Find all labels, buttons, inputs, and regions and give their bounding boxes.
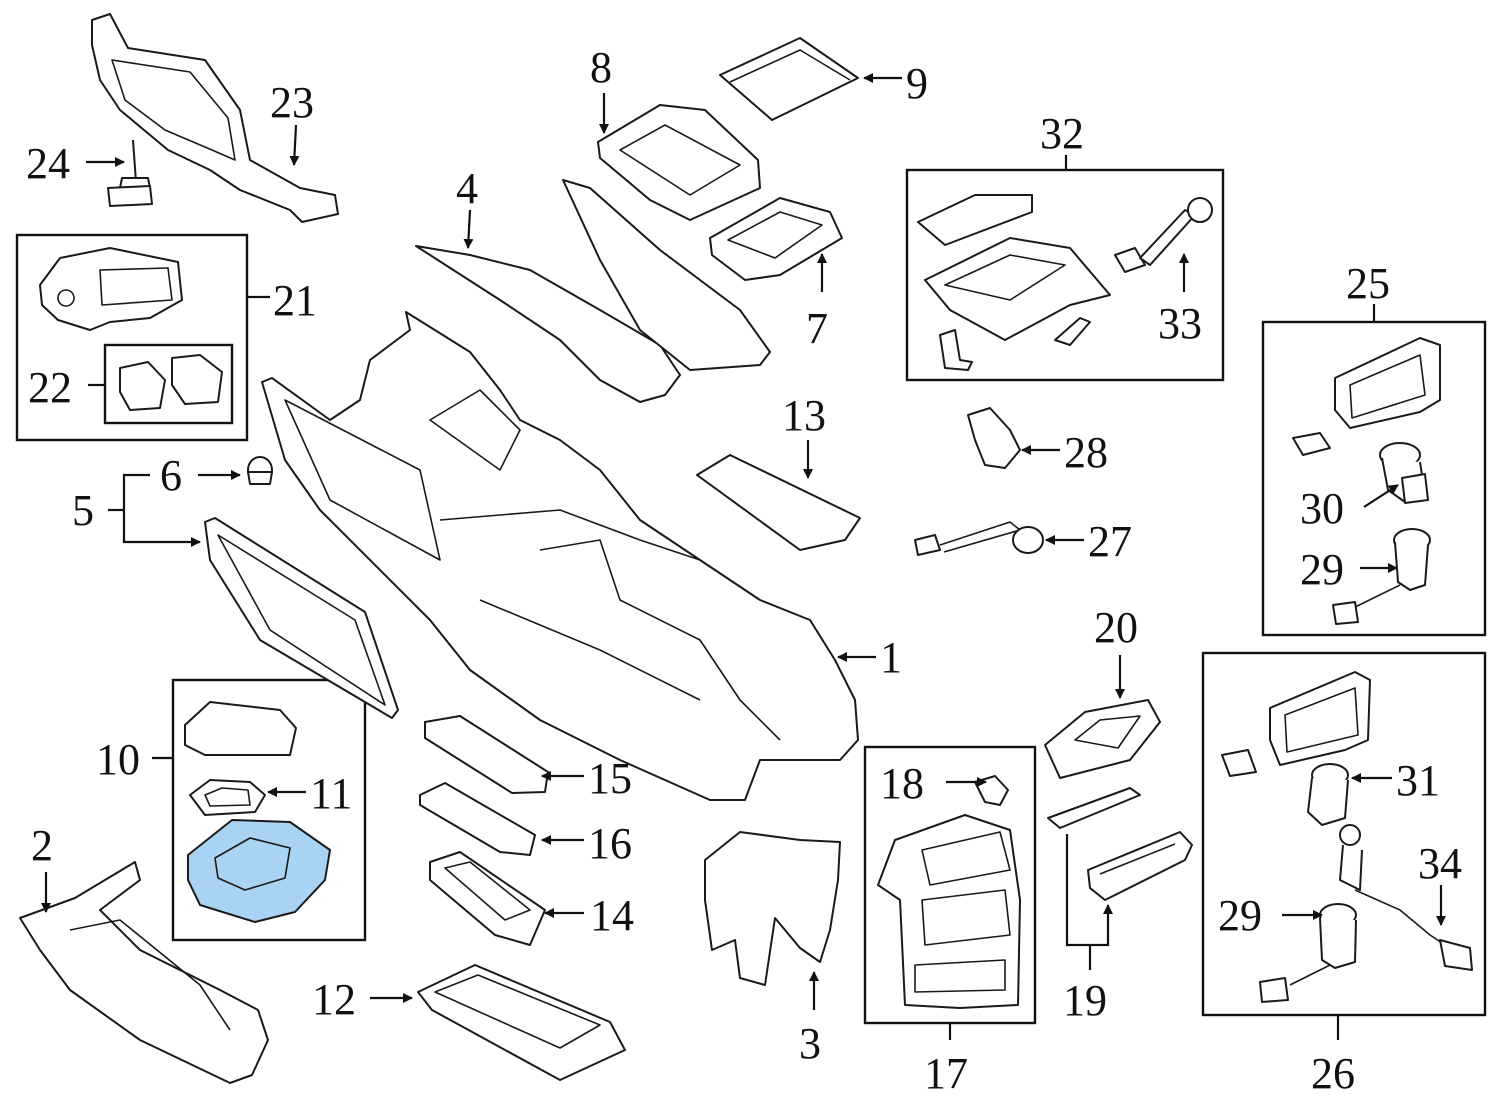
callout-4: 4 (456, 164, 478, 213)
callout-22: 22 (28, 363, 72, 412)
leader-30 (1363, 484, 1399, 508)
part-3-support-bracket (704, 831, 841, 986)
callout-13: 13 (782, 391, 826, 440)
part-32-console-tray (917, 194, 1111, 371)
part-30-socket (1379, 442, 1429, 504)
callout-18: 18 (880, 759, 924, 808)
part-11-seal (189, 779, 266, 816)
part-1-console-body (261, 311, 859, 801)
callout-29-upper: 29 (1300, 545, 1344, 594)
callout-34: 34 (1418, 839, 1462, 888)
part-26-usb-hub (1221, 671, 1371, 777)
callout-26: 26 (1311, 1049, 1355, 1098)
callout-10: 10 (96, 735, 140, 784)
part-19-trim-strip (1047, 787, 1141, 829)
part-29-socket-lower (1259, 903, 1357, 1003)
callout-31: 31 (1396, 756, 1440, 805)
callout-17: 17 (924, 1049, 968, 1098)
callout-25: 25 (1346, 259, 1390, 308)
part-29-socket-upper (1332, 528, 1431, 625)
part-33-harness-connector (1114, 197, 1213, 273)
leader-19 (1065, 834, 1113, 947)
callout-16: 16 (588, 819, 632, 868)
callout-27: 27 (1088, 517, 1132, 566)
part-24-pin (107, 139, 153, 207)
part-31-socket (1307, 763, 1349, 826)
part-25-usb-hub (1292, 337, 1441, 456)
callout-28: 28 (1064, 428, 1108, 477)
callout-24: 24 (26, 139, 70, 188)
callout-5: 5 (72, 486, 94, 535)
part-9-pad (719, 37, 859, 121)
callout-1: 1 (880, 633, 902, 682)
callout-8: 8 (590, 43, 612, 92)
part-cupholder-highlighted (187, 819, 331, 923)
part-7-tray (709, 197, 843, 281)
part-2-base-bracket (19, 861, 269, 1084)
group-box-21 (15, 233, 249, 442)
callout-15: 15 (588, 754, 632, 803)
part-side-strip (562, 179, 771, 371)
callout-2: 2 (31, 821, 53, 870)
group-box-26 (1201, 651, 1487, 1017)
callout-7: 7 (806, 304, 828, 353)
leader-5 (122, 473, 201, 547)
part-19-trim-bezel (1087, 831, 1193, 901)
callout-23: 23 (270, 78, 314, 127)
part-15-insert (424, 715, 549, 794)
part-34-harness (1339, 824, 1473, 971)
part-13-mat (696, 454, 861, 551)
part-14-tray (429, 851, 546, 946)
callout-21: 21 (273, 276, 317, 325)
part-8-bracket (597, 104, 761, 221)
part-6-knob (247, 456, 273, 485)
part-27-power-socket (914, 521, 1044, 556)
part-4-top-trim (415, 245, 681, 403)
part-23-air-duct (91, 13, 339, 223)
part-22-clips (119, 354, 223, 411)
leader-23 (289, 124, 300, 166)
part-17-rear-bezel (877, 814, 1021, 1009)
callout-9: 9 (906, 59, 928, 108)
callout-33: 33 (1158, 299, 1202, 348)
callout-12: 12 (312, 975, 356, 1024)
group-box-10 (171, 678, 367, 942)
callout-19: 19 (1063, 976, 1107, 1025)
part-12-storage-bin (417, 964, 626, 1081)
part-16-circuit (419, 782, 536, 856)
leader-4 (463, 209, 474, 249)
part-28-switch (967, 407, 1021, 469)
callout-30: 30 (1300, 484, 1344, 533)
callout-14: 14 (590, 891, 634, 940)
callout-6: 6 (160, 451, 182, 500)
part-10-lid (184, 701, 297, 756)
part-5-side-trim (204, 517, 399, 719)
part-20-vent (1044, 699, 1161, 779)
callout-11: 11 (310, 769, 352, 818)
callout-29-lower: 29 (1218, 891, 1262, 940)
callout-3: 3 (799, 1019, 821, 1068)
part-18-clip (974, 775, 1009, 806)
part-21-switch-panel (39, 247, 183, 331)
callout-20: 20 (1094, 603, 1138, 652)
callout-32: 32 (1040, 109, 1084, 158)
